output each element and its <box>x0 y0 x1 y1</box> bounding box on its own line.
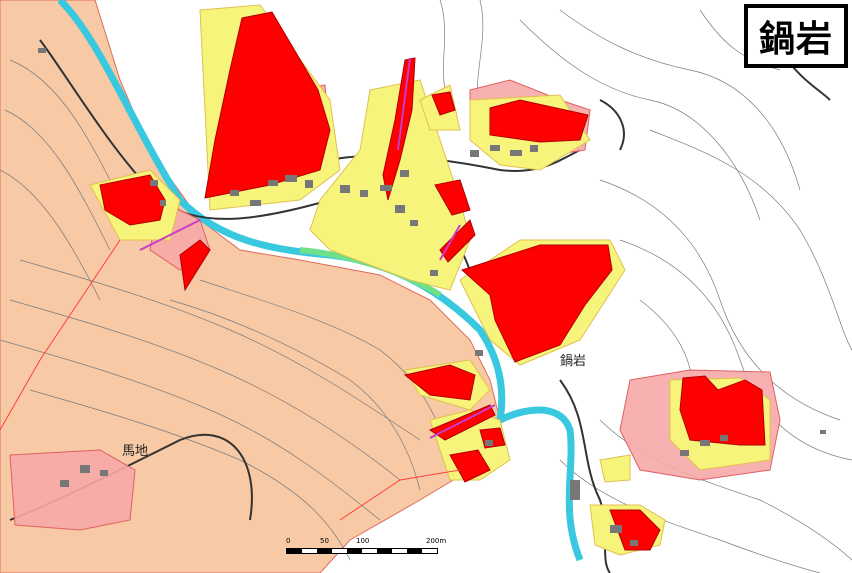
scale-tick-50: 50 <box>320 537 329 545</box>
map-title-box: 鍋岩 <box>744 4 848 68</box>
scale-bar-graphic <box>286 548 438 554</box>
boundary-lines <box>0 239 461 521</box>
stream-channels <box>139 57 496 439</box>
buildings <box>38 48 826 546</box>
place-label-area: 馬地 <box>122 444 149 459</box>
scale-tick-100: 100 <box>356 537 370 545</box>
place-label-village: 鍋岩 <box>560 354 587 369</box>
special-warning-zones <box>99 11 766 551</box>
scale-tick-200: 200m <box>426 537 447 545</box>
scale-tick-0: 0 <box>286 537 291 545</box>
map-title: 鍋岩 <box>758 19 833 60</box>
scale-bar: 0 50 100 200m <box>286 537 447 558</box>
